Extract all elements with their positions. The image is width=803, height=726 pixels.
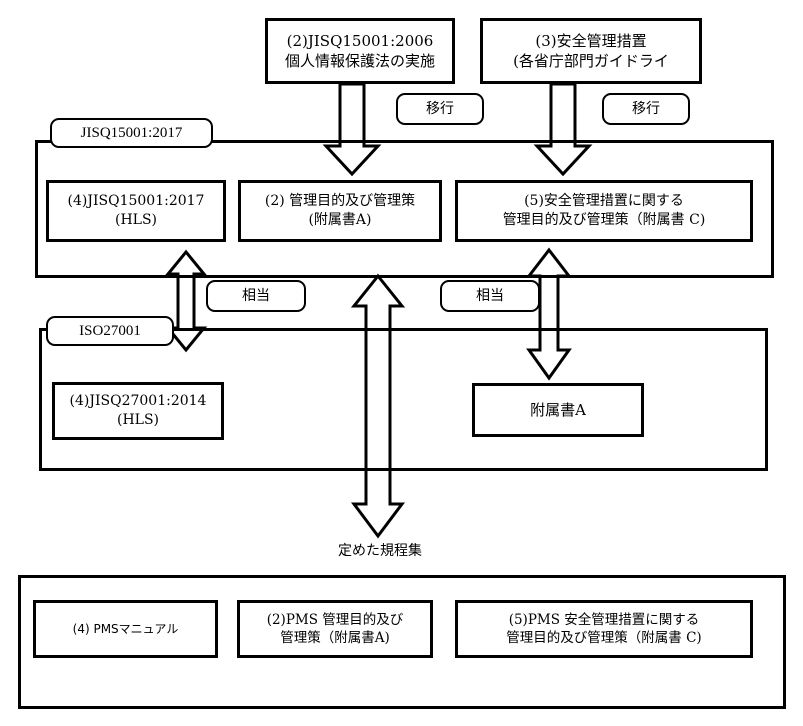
group-item-pms-annex-a[interactable]: (2)PMS 管理目的及び 管理策（附属書A) bbox=[237, 600, 433, 658]
group-frame-iso27001 bbox=[39, 328, 768, 471]
transition-pill-left[interactable]: 移行 bbox=[396, 93, 484, 125]
equivalence-pill-right[interactable]: 相当 bbox=[440, 280, 540, 312]
flow-label-regulations-text: 定めた規程集 bbox=[338, 543, 422, 559]
source-box-safety-measures-label: (3)安全管理措置 (各省庁部門ガイドライ bbox=[513, 31, 669, 70]
group-item-pms-manual[interactable]: (4) PMSマニュアル bbox=[33, 600, 218, 658]
group-title-jisq15001-2017: JISQ15001:2017 bbox=[50, 118, 213, 148]
group-title-iso27001: ISO27001 bbox=[46, 316, 174, 346]
group-title-iso27001-label: ISO27001 bbox=[79, 322, 141, 339]
source-box-safety-measures[interactable]: (3)安全管理措置 (各省庁部門ガイドライ bbox=[480, 18, 702, 84]
group-item-jisq15001-hls[interactable]: (4)JISQ15001:2017 (HLS) bbox=[46, 180, 226, 242]
source-box-jisq15001-2006-label: (2)JISQ15001:2006 個人情報保護法の実施 bbox=[284, 31, 435, 70]
group-frame-pms bbox=[18, 575, 786, 709]
source-box-jisq15001-2006[interactable]: (2)JISQ15001:2006 個人情報保護法の実施 bbox=[265, 18, 455, 84]
group-item-pms-annex-c[interactable]: (5)PMS 安全管理措置に関する 管理目的及び管理策（附属書 C) bbox=[455, 600, 753, 658]
equivalence-pill-right-label: 相当 bbox=[476, 287, 504, 304]
group-item-pms-annex-a-label: (2)PMS 管理目的及び 管理策（附属書A) bbox=[266, 611, 404, 646]
group-item-annex-a-controls[interactable]: (2) 管理目的及び管理策 (附属書A) bbox=[238, 180, 442, 242]
group-item-pms-manual-label: (4) PMSマニュアル bbox=[72, 621, 179, 636]
group-item-jisq27001-hls-label: (4)JISQ27001:2014 (HLS) bbox=[69, 393, 207, 428]
group-item-annex-c-controls-label: (5)安全管理措置に関する 管理目的及び管理策（附属書 C) bbox=[502, 193, 706, 228]
flow-label-regulations: 定めた規程集 bbox=[300, 540, 460, 560]
group-item-iso-annex-a-label: 附属書A bbox=[530, 400, 586, 419]
group-frame-jisq15001-2017 bbox=[35, 140, 774, 278]
equivalence-pill-left-label: 相当 bbox=[242, 287, 270, 304]
group-title-jisq15001-2017-label: JISQ15001:2017 bbox=[80, 124, 183, 141]
group-item-annex-c-controls[interactable]: (5)安全管理措置に関する 管理目的及び管理策（附属書 C) bbox=[455, 180, 753, 242]
group-item-pms-annex-c-label: (5)PMS 安全管理措置に関する 管理目的及び管理策（附属書 C) bbox=[506, 611, 702, 646]
group-item-jisq27001-hls[interactable]: (4)JISQ27001:2014 (HLS) bbox=[52, 382, 224, 440]
equivalence-pill-left[interactable]: 相当 bbox=[206, 280, 306, 312]
transition-pill-left-label: 移行 bbox=[426, 100, 454, 117]
group-item-annex-a-controls-label: (2) 管理目的及び管理策 (附属書A) bbox=[264, 193, 416, 228]
group-item-jisq15001-hls-label: (4)JISQ15001:2017 (HLS) bbox=[67, 193, 205, 228]
transition-pill-right-label: 移行 bbox=[632, 100, 660, 117]
group-item-iso-annex-a[interactable]: 附属書A bbox=[472, 383, 644, 437]
transition-pill-right[interactable]: 移行 bbox=[602, 93, 690, 125]
